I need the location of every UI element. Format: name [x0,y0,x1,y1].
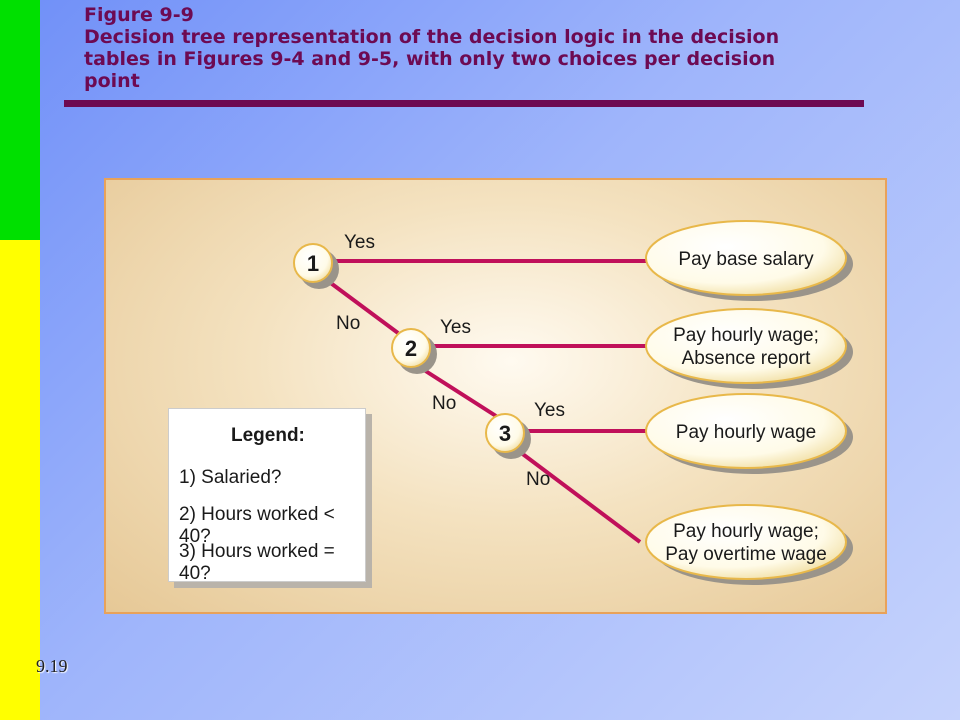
decision-node-1-label: 1 [307,251,319,276]
edge-label-1-yes: Yes [344,232,375,253]
outcome-pay-hourly-wage [645,393,847,469]
outcome-2-line-2: Absence report [682,348,812,369]
outcome-hourly-absence [645,308,847,384]
edge-2-no [422,368,498,418]
legend-item: 1) Salaried? [179,467,282,488]
title-underline [64,100,864,107]
edge-label-3-no: No [526,469,550,490]
slide-title: Figure 9-9 Decision tree representation … [84,4,844,92]
figure-label: Figure 9-9 [84,4,194,26]
title-line: point [84,70,140,92]
edge-1-no [326,279,400,335]
title-line: Decision tree representation of the deci… [84,26,780,48]
page-number: 9.19 [36,656,68,676]
edge-label-1-no: No [336,313,360,334]
outcome-3-line-1: Pay hourly wage [676,422,816,443]
outcome-pay-base-salary [645,220,847,296]
edge-3-no [518,450,642,544]
edge-label-2-no: No [432,393,456,414]
outcome-hourly-overtime [645,504,847,580]
legend-item: 2) Hours worked < 40? [179,504,335,547]
edge-label-2-yes: Yes [440,317,471,338]
left-accent-bar-yellow [0,240,40,720]
legend-title: Legend: [231,425,305,446]
outcome-1-line-1: Pay base salary [678,249,814,270]
decision-node-2 [391,328,431,368]
decision-tree-panel: 1 2 3 Yes No Yes No Yes No Pay ba [104,178,887,614]
decision-node-3-label: 3 [499,421,511,446]
decision-tree-diagram: 1 2 3 Yes No Yes No Yes No Pay ba [293,220,853,585]
decision-node-1 [293,243,333,283]
outcome-2-line-1: Pay hourly wage; [673,325,819,346]
decision-node-3 [485,413,525,453]
legend-item: 3) Hours worked = 40? [179,541,335,584]
outcome-4-line-1: Pay hourly wage; [673,521,819,542]
legend-box: Legend: 1) Salaried? 2) Hours worked < 4… [168,408,366,584]
outcome-4-line-2: Pay overtime wage [665,544,827,565]
decision-node-2-label: 2 [405,336,417,361]
edge-label-3-yes: Yes [534,400,565,421]
title-line: tables in Figures 9-4 and 9-5, with only… [84,48,776,70]
left-accent-bar-green [0,0,40,240]
